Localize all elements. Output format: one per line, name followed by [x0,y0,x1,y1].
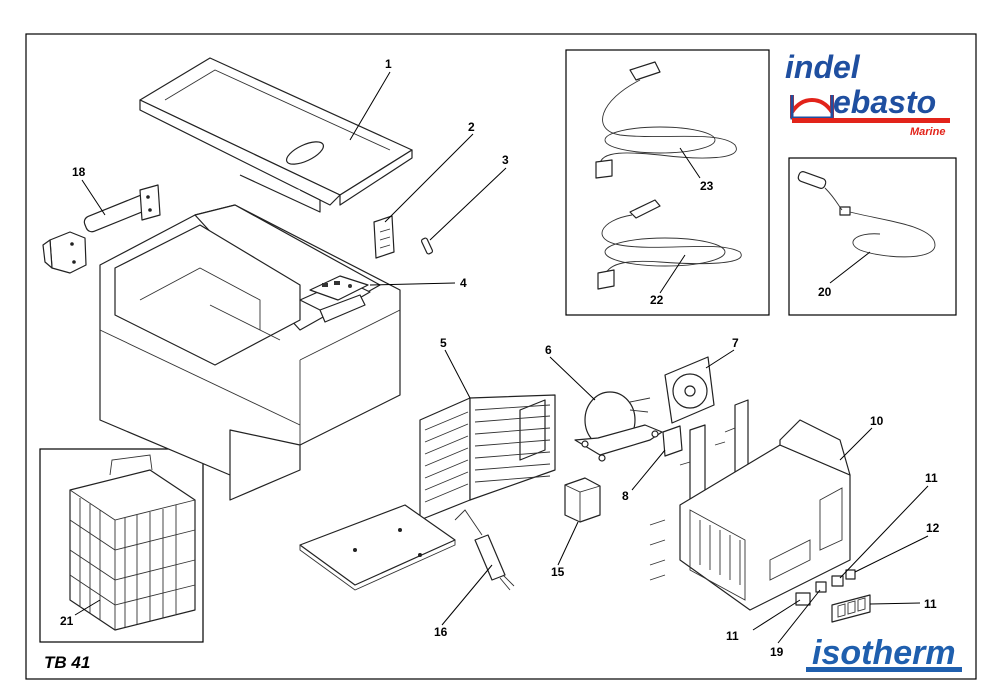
wire-basket-part [69,454,196,631]
thermostat-sensor-part [454,509,515,591]
callout-20: 20 [818,285,832,299]
base-plate-part [299,504,456,591]
pin-part [420,237,434,255]
cables-inset-box [565,49,770,316]
callout-15: 15 [551,565,565,579]
callout-23: 23 [700,179,714,193]
callout-16: 16 [434,625,448,639]
leader-lines [74,71,929,644]
lid-part [139,57,413,213]
diagram-frame [25,33,977,680]
callout-1: 1 [385,57,392,71]
callout-6: 6 [545,343,552,357]
model-label: TB 41 [44,653,90,672]
switch-panel-11c [831,594,871,623]
evaporator-coil-part [419,394,556,521]
compressor-part [574,391,663,462]
callout-18: 18 [72,165,86,179]
switch-cap-11b [795,592,811,606]
switch-parts [795,569,871,623]
dc-cable-part [597,199,742,290]
condenser-fan-part [664,356,715,424]
logo-marine-text: Marine [910,126,945,138]
callout-19: 19 [770,645,784,659]
callout-10: 10 [870,414,884,428]
mounting-brackets [679,399,749,501]
logo-isotherm-text: isotherm [812,634,956,672]
callout-2: 2 [468,120,475,134]
callout-11-top: 11 [925,471,938,485]
callout-11-left: 11 [726,629,739,643]
logo-indel-text: indel [785,49,861,85]
switch-cap-11a [831,575,844,587]
switch-19 [815,581,827,593]
callout-3: 3 [502,153,509,167]
control-panel-part [309,275,369,301]
callout-labels: 1 2 3 4 5 6 7 8 10 11 12 11 11 19 15 16 … [60,57,940,659]
compressor-housing-part [649,419,851,611]
callout-11-right: 11 [924,597,937,611]
callout-7: 7 [732,336,739,350]
electronic-unit-part [564,477,601,523]
logo-webasto-text: ebasto [833,84,936,120]
webasto-w-mark [790,95,834,119]
ac-cable-part [595,61,737,179]
callout-4: 4 [460,276,467,290]
remote-sensor-cable-part [797,171,936,258]
switch-cap-12 [845,569,856,580]
indel-webasto-logo: indel ebasto Marine [785,49,950,138]
isotherm-logo: isotherm [806,634,962,672]
sensor-inset-box [788,157,957,316]
callout-21: 21 [60,614,74,628]
hinge-clip-part [373,215,395,259]
callout-12: 12 [926,521,940,535]
callout-5: 5 [440,336,447,350]
start-relay-part [662,425,683,457]
cabinet-body [99,204,401,501]
basket-inset-box [39,448,204,643]
callout-22: 22 [650,293,664,307]
handle-bar-part [42,184,161,274]
callout-8: 8 [622,489,629,503]
